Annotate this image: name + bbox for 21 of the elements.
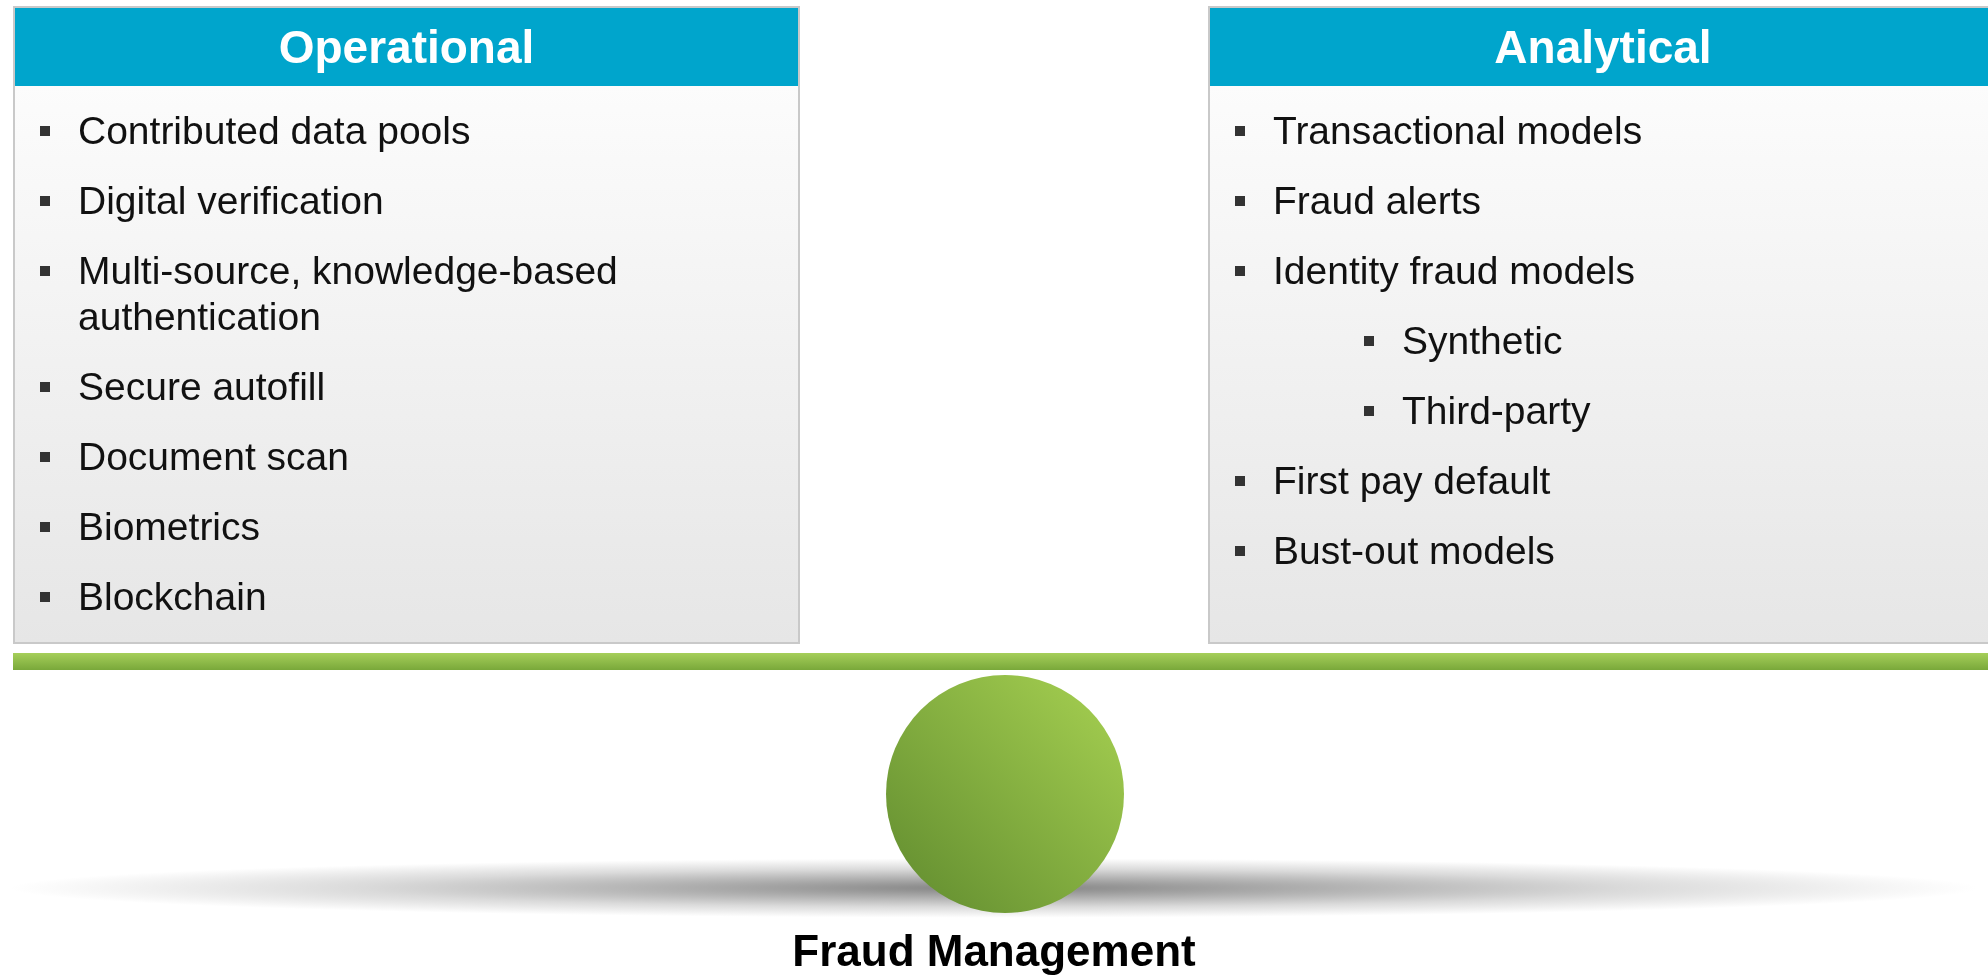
- list-item: Secure autofill: [78, 364, 326, 410]
- fulcrum-circle: [885, 674, 1125, 914]
- beam-bar: [13, 653, 1988, 670]
- list-item: Synthetic: [1402, 318, 1563, 364]
- list-item: Blockchain: [78, 574, 267, 620]
- list-item: Fraud alerts: [1273, 178, 1482, 224]
- panel: [13, 6, 800, 644]
- panel-header: Operational: [15, 8, 798, 86]
- panel-header: Analytical: [1210, 8, 1988, 86]
- list-item: Identity fraud models: [1273, 248, 1636, 294]
- fulcrum-label: Fraud Management: [792, 926, 1196, 976]
- list-item: Bust-out models: [1273, 528, 1555, 574]
- list-item: Third-party: [1402, 388, 1591, 434]
- panel: [1208, 6, 1988, 644]
- list-item: First pay default: [1273, 458, 1551, 504]
- list-item: Multi-source, knowledge-based authentication: [78, 248, 619, 340]
- list-item: Contributed data pools: [78, 108, 471, 154]
- list-item: Digital verification: [78, 178, 384, 224]
- list-item: Transactional models: [1273, 108, 1643, 154]
- list-item: Biometrics: [78, 504, 261, 550]
- list-item: Document scan: [78, 434, 349, 480]
